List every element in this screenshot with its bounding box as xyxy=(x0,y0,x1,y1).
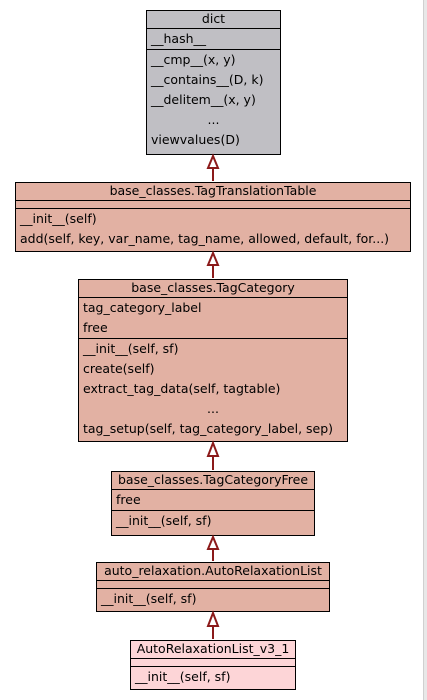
attributes-section xyxy=(131,659,295,667)
class-title: auto_relaxation.AutoRelaxationList xyxy=(97,563,329,581)
inheritance-arrow xyxy=(206,250,220,278)
methods-section: __cmp__(x, y) __contains__(D, k) __delit… xyxy=(147,50,280,150)
method-item: viewvalues(D) xyxy=(151,132,240,147)
attribute-item: __hash__ xyxy=(151,31,207,46)
attributes-section: tag_category_label free xyxy=(79,298,347,339)
class-title: AutoRelaxationList_v3_1 xyxy=(131,641,295,659)
class-title: base_classes.TagCategoryFree xyxy=(112,472,314,490)
inheritance-arrow xyxy=(206,440,220,470)
inheritance-arrow xyxy=(206,534,220,561)
methods-section: __init__(self, sf) create(self) extract_… xyxy=(79,339,347,439)
class-title: base_classes.TagTranslationTable xyxy=(16,183,410,201)
method-item: __contains__(D, k) xyxy=(151,72,264,87)
class-node-auto-relaxation-list-v3-1[interactable]: AutoRelaxationList_v3_1 __init__(self, s… xyxy=(130,640,296,690)
method-item: __init__(self, sf) xyxy=(116,513,212,528)
method-item: __cmp__(x, y) xyxy=(151,52,236,67)
attributes-section xyxy=(97,581,329,589)
method-item: __init__(self, sf) xyxy=(83,341,179,356)
method-item: add(self, key, var_name, tag_name, allow… xyxy=(20,231,390,246)
class-title: base_classes.TagCategory xyxy=(79,280,347,298)
methods-section: __init__(self, sf) xyxy=(112,511,314,531)
methods-section: __init__(self, sf) xyxy=(131,667,295,687)
class-node-tag-category-free[interactable]: base_classes.TagCategoryFree free __init… xyxy=(111,471,315,536)
method-item: create(self) xyxy=(83,361,155,376)
attributes-section: free xyxy=(112,490,314,511)
attributes-section xyxy=(16,201,410,209)
attribute-item: tag_category_label xyxy=(83,300,202,315)
method-item: tag_setup(self, tag_category_label, sep) xyxy=(83,421,334,436)
method-ellipsis: ... xyxy=(207,401,219,416)
attribute-item: free xyxy=(116,492,141,507)
attribute-item: free xyxy=(83,320,108,335)
method-item: __delitem__(x, y) xyxy=(151,92,256,107)
method-item: __init__(self, sf) xyxy=(135,669,231,684)
inheritance-arrow xyxy=(206,610,220,639)
inheritance-arrow xyxy=(206,153,220,181)
method-ellipsis: ... xyxy=(207,112,220,127)
methods-section: __init__(self) add(self, key, var_name, … xyxy=(16,209,410,249)
class-node-dict[interactable]: dict __hash__ __cmp__(x, y) __contains__… xyxy=(146,10,281,155)
class-title: dict xyxy=(147,11,280,29)
method-item: __init__(self, sf) xyxy=(101,591,197,606)
method-item: __init__(self) xyxy=(20,211,97,226)
methods-section: __init__(self, sf) xyxy=(97,589,329,609)
attributes-section: __hash__ xyxy=(147,29,280,50)
method-item: extract_tag_data(self, tagtable) xyxy=(83,381,281,396)
class-node-tag-translation-table[interactable]: base_classes.TagTranslationTable __init_… xyxy=(15,182,411,252)
class-node-tag-category[interactable]: base_classes.TagCategory tag_category_la… xyxy=(78,279,348,442)
scrollbar[interactable] xyxy=(423,0,427,700)
